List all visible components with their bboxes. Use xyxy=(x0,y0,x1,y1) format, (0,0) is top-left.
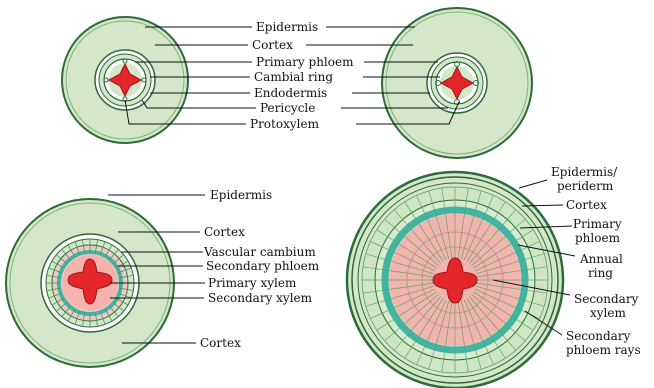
label-primary-phloem-br-line1: Primary xyxy=(573,217,622,231)
label-secondary-phloem: Secondary phloem xyxy=(206,259,320,273)
labels-bottom-right: Epidermis/ periderm Cortex Primary phloe… xyxy=(551,165,641,357)
label-annual-ring-line1: Annual xyxy=(579,252,623,266)
label-cambial-ring: Cambial ring xyxy=(254,70,333,84)
label-secondary-xylem-br-line1: Secondary xyxy=(574,292,639,306)
stem-primary-right xyxy=(382,8,532,158)
label-protoxylem: Protoxylem xyxy=(250,117,320,131)
label-primary-phloem-br-line2: phloem xyxy=(575,231,621,245)
label-epidermis-periderm-line2: periderm xyxy=(557,179,614,193)
label-epidermis-periderm-line1: Epidermis/ xyxy=(551,165,618,179)
label-cortex-bl-upper: Cortex xyxy=(204,225,245,239)
label-secondary-xylem-bl: Secondary xylem xyxy=(208,291,313,305)
label-secondary-phloem-rays-line1: Secondary xyxy=(566,329,631,343)
labels-top: Epidermis Cortex Primary phloem Cambial … xyxy=(250,20,354,131)
stem-secondary-right xyxy=(347,172,563,388)
label-cortex-br: Cortex xyxy=(566,198,607,212)
labels-bottom-left: Epidermis Cortex Vascular cambium Second… xyxy=(200,188,320,350)
label-primary-xylem: Primary xylem xyxy=(208,276,297,290)
label-vascular-cambium: Vascular cambium xyxy=(203,245,316,259)
label-epidermis-bl: Epidermis xyxy=(210,188,272,202)
label-primary-phloem: Primary phloem xyxy=(256,55,354,69)
label-cortex-bl-lower: Cortex xyxy=(200,336,241,350)
label-endodermis: Endodermis xyxy=(254,86,327,100)
leader-epidermis-periderm xyxy=(519,180,547,188)
label-annual-ring-line2: ring xyxy=(588,266,613,280)
label-cortex: Cortex xyxy=(252,38,293,52)
label-secondary-phloem-rays-line2: phloem rays xyxy=(566,343,641,357)
label-secondary-xylem-br-line2: xylem xyxy=(590,306,626,320)
label-pericycle: Pericycle xyxy=(260,101,315,115)
label-epidermis: Epidermis xyxy=(256,20,318,34)
